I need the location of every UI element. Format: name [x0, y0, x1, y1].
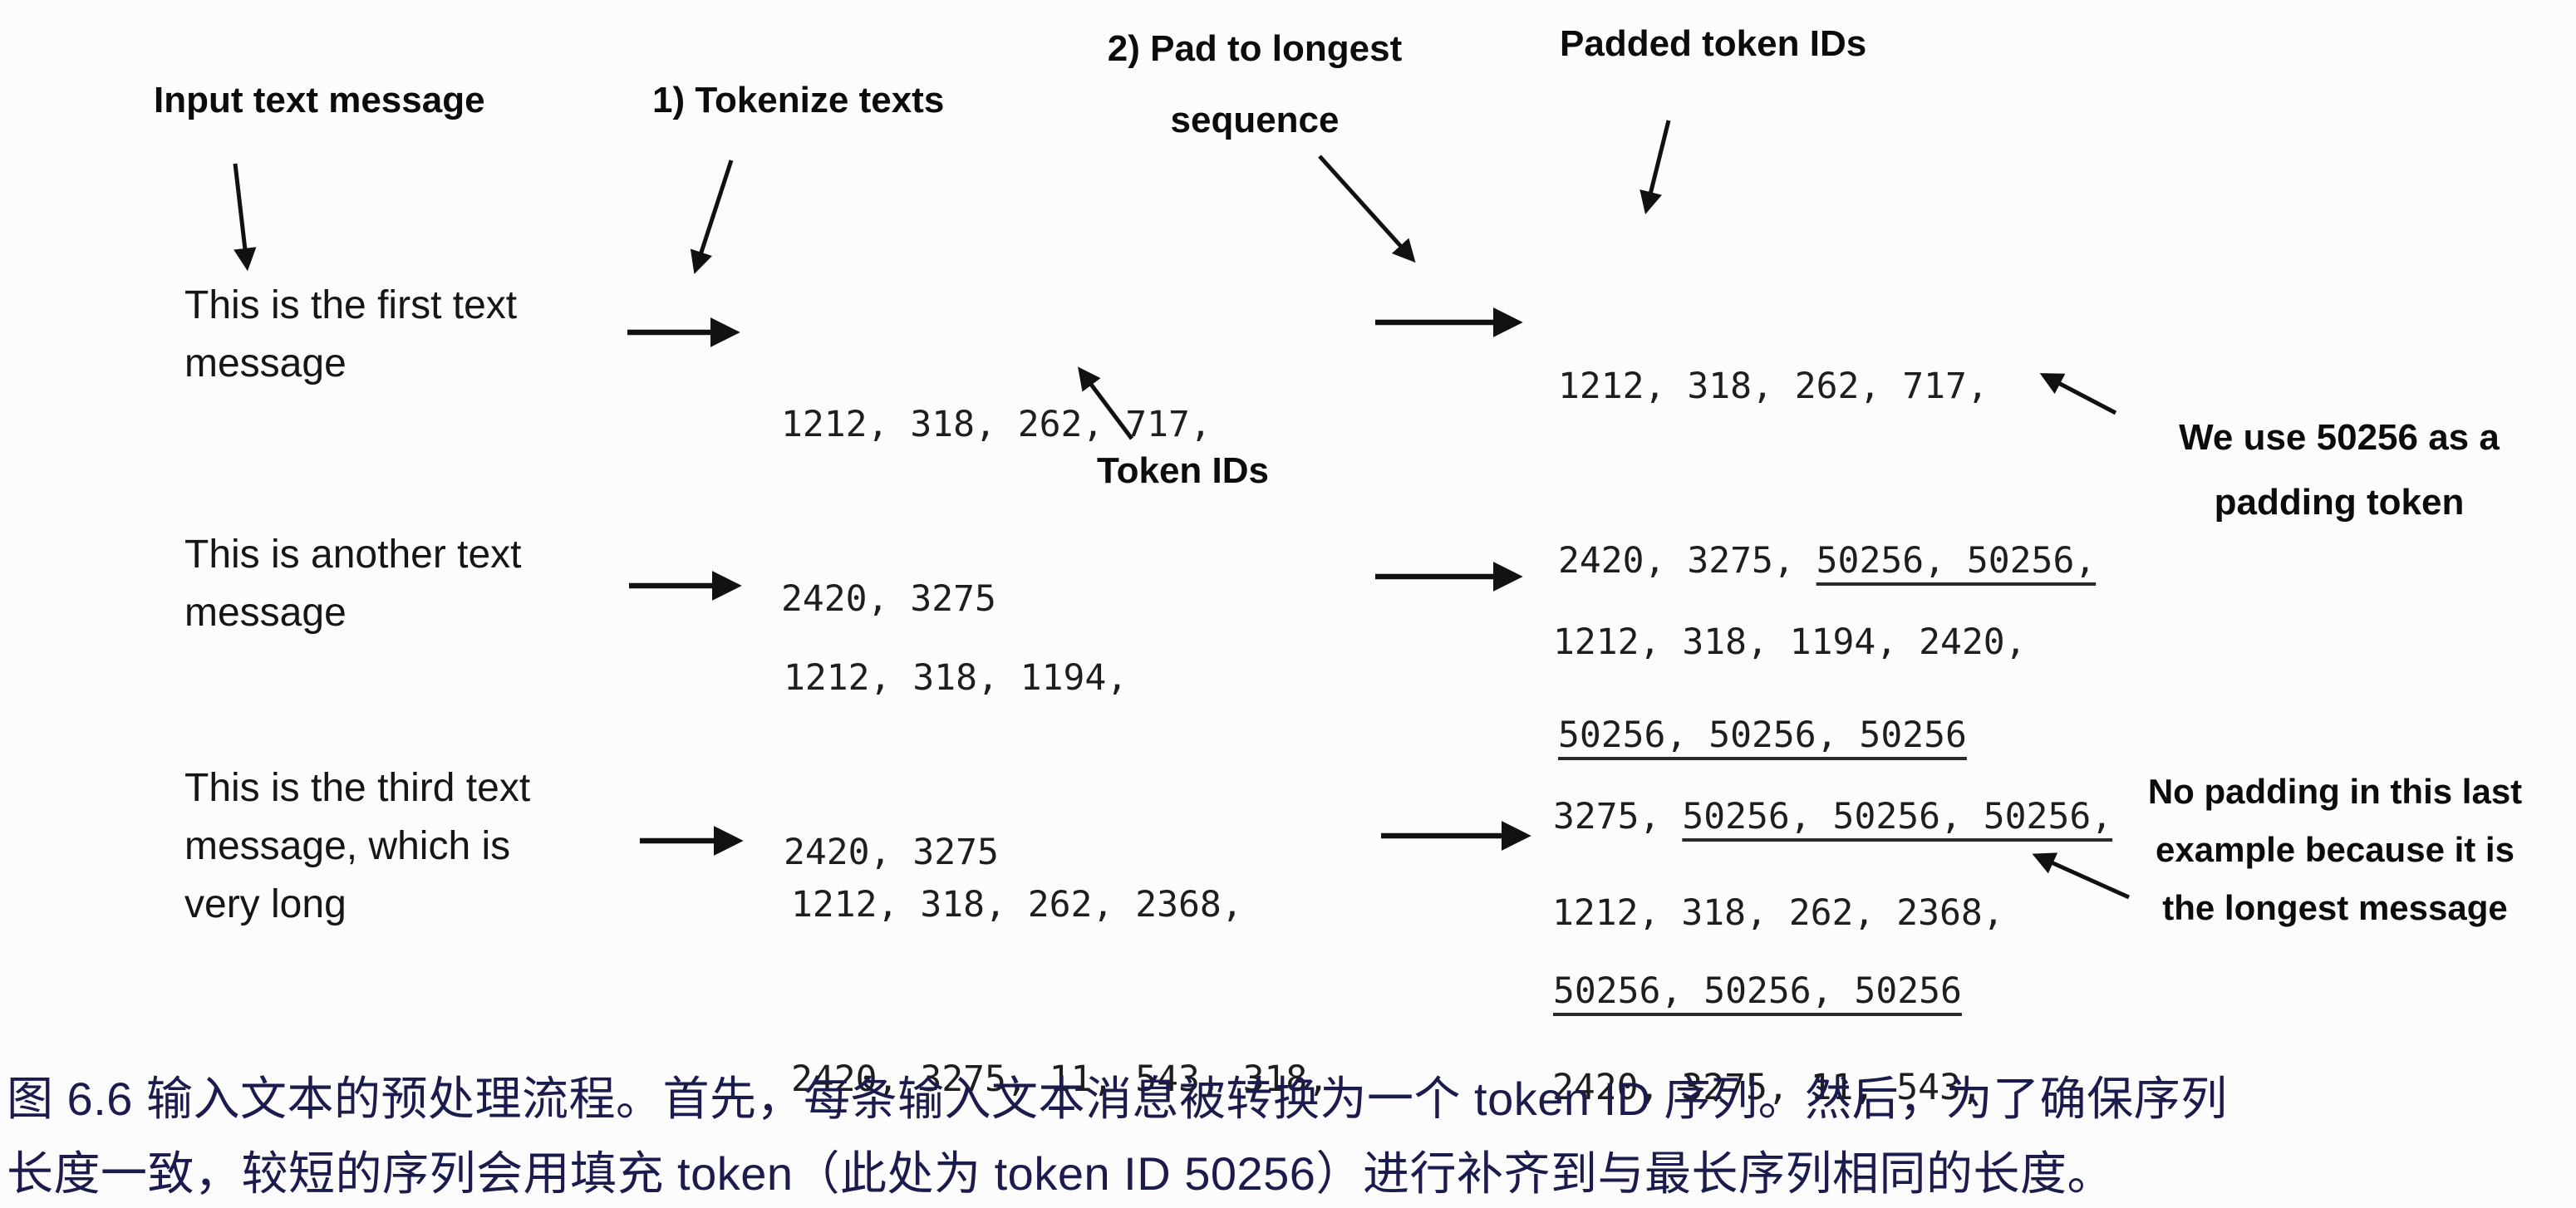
arrow-pad-label-to-row1	[1318, 155, 1416, 263]
label-step2-pad: 2) Pad to longest sequence	[1089, 13, 1421, 156]
padded-line: 2420, 3275, 11, 543,	[1552, 1058, 2004, 1117]
note-no-padding: No padding in this last example because …	[2086, 763, 2576, 937]
arrow-padding-note-callout	[2039, 373, 2117, 415]
label-token-ids: Token IDs	[1097, 450, 1270, 491]
row1-input-message: This is the first text message	[184, 277, 517, 393]
note-line: No padding in this last	[2147, 772, 2523, 811]
padded-line: 50256, 50256, 50256	[1553, 962, 2112, 1020]
input-line: This is the third text	[184, 766, 531, 810]
row2-input-message: This is another text message	[184, 526, 522, 642]
arrow-no-padding-note-callout	[2032, 852, 2131, 900]
padded-plain: 1212, 318, 1194, 2420,	[1553, 621, 2027, 663]
input-line: message	[184, 341, 347, 385]
padded-underlined: 50256, 50256, 50256	[1553, 970, 1962, 1012]
row2-padded-token-ids: 1212, 318, 1194, 2420, 3275, 50256, 5025…	[1553, 497, 2112, 1137]
figure-caption-line1: 图 6.6 输入文本的预处理流程。首先，每条输入文本消息被转换为一个 token…	[7, 1073, 2228, 1125]
label-padded-token-ids: Padded token IDs	[1560, 23, 1867, 64]
label-step2-line1: 2) Pad to longest	[1107, 28, 1403, 69]
row2-token-ids: 1212, 318, 1194, 2420, 3275	[784, 533, 1128, 998]
note-line: We use 50256 as a	[2179, 417, 2500, 458]
padded-line: 2420, 3275, 50256, 50256,	[1558, 532, 2096, 590]
note-line: the longest message	[2162, 888, 2508, 927]
padded-plain: 1212, 318, 262, 2368,	[1552, 892, 2004, 934]
padded-plain: 2420, 3275, 11, 543,	[1552, 1067, 1983, 1108]
token-line: 1212, 318, 1194,	[784, 657, 1128, 699]
padded-line: 1212, 318, 262, 2368,	[1552, 884, 2004, 942]
arrow-token-ids-callout	[1078, 366, 1133, 440]
arrow-padded-label-to-row1	[1639, 120, 1671, 215]
token-line: 2420, 3275	[784, 832, 999, 873]
input-line: very long	[184, 882, 347, 926]
row1-token-ids: 1212, 318, 262, 717, 2420, 3275	[781, 279, 1212, 744]
label-step2-line2: sequence	[1170, 100, 1340, 140]
row3-token-ids: 1212, 318, 262, 2368, 2420, 3275, 11, 54…	[791, 759, 1329, 1208]
label-input-text-message: Input text message	[154, 80, 485, 120]
arrow-tokenize-label-to-row1	[690, 160, 734, 274]
token-line: 1212, 318, 262, 2368,	[791, 884, 1243, 926]
label-step1-tokenize: 1) Tokenize texts	[652, 80, 945, 120]
row1-padded-token-ids: 1212, 318, 262, 717, 2420, 3275, 50256, …	[1558, 241, 2096, 881]
token-line: 1212, 318, 262, 717,	[781, 404, 1212, 445]
token-line: 2420, 3275	[781, 578, 996, 620]
input-line: message	[184, 591, 347, 635]
input-line: message, which is	[184, 824, 511, 868]
note-padding-token: We use 50256 as a padding token	[2094, 405, 2576, 535]
figure-caption-line2: 长度一致，较短的序列会用填充 token（此处为 token ID 50256）…	[7, 1147, 2114, 1200]
padded-plain: 2420, 3275,	[1558, 540, 1816, 582]
padded-line: 1212, 318, 1194, 2420,	[1553, 613, 2112, 671]
arrow-input-label-to-row1	[233, 163, 257, 272]
padded-underlined: 50256, 50256,	[1816, 540, 2097, 582]
input-line: This is the first text	[184, 283, 518, 327]
padded-line: 50256, 50256, 50256	[1558, 706, 2096, 764]
note-line: example because it is	[2156, 830, 2515, 869]
padded-line: 3275, 50256, 50256, 50256,	[1553, 788, 2112, 846]
padded-underlined: 50256, 50256, 50256,	[1682, 796, 2113, 837]
padded-underlined: 50256, 50256, 50256	[1558, 714, 1967, 756]
padded-plain: 3275,	[1553, 796, 1683, 837]
padded-line: 1212, 318, 262, 717,	[1558, 357, 2096, 415]
padded-plain: 1212, 318, 262, 717,	[1558, 366, 1989, 407]
note-line: padding token	[2214, 482, 2465, 523]
token-line: 2420, 3275, 11, 543, 318,	[791, 1058, 1330, 1100]
row3-input-message: This is the third text message, which is…	[184, 759, 530, 934]
row3-padded-token-ids: 1212, 318, 262, 2368, 2420, 3275, 11, 54…	[1552, 768, 2004, 1208]
input-line: This is another text	[184, 533, 522, 577]
